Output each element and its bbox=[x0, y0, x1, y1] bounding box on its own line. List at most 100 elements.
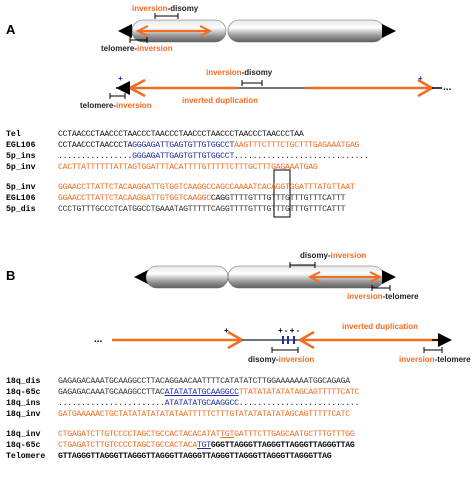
sequence-text: CACTTATTTTTTATTAGTGGATTTACATTTTGTTTTTCTT… bbox=[58, 162, 318, 173]
sequence-name: 18q_ins bbox=[6, 399, 41, 408]
label-telomere-inversion-a: telomere-inversion bbox=[101, 44, 173, 53]
sequence-segment: GGAACCTTATTCTACAAGGATTGTGGTCAAGGC bbox=[58, 183, 211, 192]
sequence-row: EGL106 GGAACCTTATTCTACAAGGATTGTGGTCAAGGCC… bbox=[6, 193, 368, 204]
panel-a-chromosome bbox=[118, 13, 396, 43]
sequence-segment: ATATATATGCAAGGCC bbox=[164, 388, 239, 397]
sequence-row: 18q-65c GAGAGACAAATGCAAGGCCTTACATATATATGC… bbox=[6, 387, 359, 398]
sequence-name: 18q_inv bbox=[6, 410, 41, 419]
label-inverted-duplication-a: inverted duplication bbox=[182, 96, 259, 105]
telomere-left-arrowhead bbox=[118, 24, 132, 38]
sequence-name: EGL106 bbox=[6, 141, 36, 150]
sequence-segment: GATTTCTTGAGCAATGCTTTGTTTGG bbox=[234, 430, 355, 439]
sequence-text: ................GGGAGATTGAGTGTTGTGGCCT..… bbox=[58, 151, 369, 162]
sequence-name: 18q-65c bbox=[6, 441, 41, 450]
sequence-segment: GATGAAAAACTGCTATATATATATATAATTTTTCTTTGTA… bbox=[58, 410, 350, 419]
label-disomy-inversion-b2: disomy-inversion bbox=[248, 355, 315, 364]
sequence-name: 18q-65c bbox=[6, 388, 41, 397]
sequence-row: 18q_inv CTGAGATCTTGTCCCCTAGCTGCCACTACACAT… bbox=[6, 429, 359, 440]
label-telomere-inversion-a2: telomere-inversion bbox=[80, 101, 152, 110]
sequence-segment: CAG bbox=[210, 183, 225, 192]
sequence-segment: .......................... bbox=[238, 399, 360, 408]
sequence-text: GGAACCTTATTCTACAAGGATTGTGGTCAAGGCCAGGTTT… bbox=[58, 193, 346, 204]
sequence-text: GGAACCTTATTCTACAAGGATTGTGGTCAAGGCCAGCCAA… bbox=[58, 182, 355, 193]
label-inversion-telomere-b: inversion-telomere bbox=[347, 292, 419, 301]
sequence-name: Telomere bbox=[6, 452, 46, 461]
sequence-segment: AAGTTTCTTTCTGCTTTGAGAAATGAG bbox=[234, 141, 360, 150]
plus-sign-b: + bbox=[224, 326, 229, 335]
sequence-segment: TGT bbox=[220, 430, 235, 439]
sequence-row: Telomere GTTAGGGTTAGGGTTAGGGTTAGGGTTAGGGT… bbox=[6, 451, 359, 462]
sequence-row: 18q_ins.......................ATATATATGC… bbox=[6, 398, 359, 409]
sequence-row: 5p_inv CACTTATTTTTTATTAGTGGATTTACATTTTGTT… bbox=[6, 162, 368, 173]
sequence-segment: GGGTTAGGGTTAGGGTTAGGGTTAGGGTTAG bbox=[210, 441, 355, 450]
sequence-segment: CTGAGATCTTGTCCCCTAGCTGCCACTACACATAT bbox=[58, 430, 221, 439]
sequence-row: EGL106 CCTAACCCTAACCCTAGGGAGATTGAGTGTTGTG… bbox=[6, 140, 368, 151]
sequence-segment: GGGAGATTGAGTGTTGTGGCCT bbox=[132, 141, 235, 150]
panel-a-label: A bbox=[6, 22, 16, 37]
sequence-segment: GAGAGACAAATGCAAGGCCTTAC bbox=[58, 388, 165, 397]
continuation-dots-b: ... bbox=[94, 334, 103, 345]
sign-markers-b: + - + - bbox=[278, 326, 300, 335]
label-inverted-duplication-b: inverted duplication bbox=[342, 322, 419, 331]
sequence-text: CCCTGTTTGCCCTCATGGCCTGAAATAGTTTTTCAGGTTT… bbox=[58, 204, 346, 215]
sequence-segment: GTTTTGTTTGTTTGTTTGTTTCATTT bbox=[224, 194, 346, 203]
sequence-segment: GTTTTGTTTGTTTGTTTGTTTCATTT bbox=[224, 205, 346, 214]
label-inversion-telomere-b2: inversion-telomere bbox=[399, 355, 471, 364]
sequence-segment: CACTTATTTTTTATTAGTGGATTTACATTTTGTTTTTCTT… bbox=[58, 163, 318, 172]
sequence-name: 5p_inv bbox=[6, 163, 36, 172]
sequence-text: CTGAGATCTTGTCCCCTAGCTGCCACTACATGTGGGTTAG… bbox=[58, 440, 355, 451]
plus-sign-a2: + bbox=[418, 74, 423, 83]
sequence-segment: CAG bbox=[210, 194, 225, 203]
sequence-segment: ATATATATGCAAGGCC bbox=[164, 399, 239, 408]
sequence-name: 18q_dis bbox=[6, 377, 41, 386]
sequence-text: GATGAAAAACTGCTATATATATATATAATTTTTCTTTGTA… bbox=[58, 409, 350, 420]
sequence-name: EGL106 bbox=[6, 194, 36, 203]
sequence-segment: TTATATATATATAGCAGTTTTTCATC bbox=[238, 388, 360, 397]
sequence-segment: TGT bbox=[197, 441, 211, 450]
sequence-name: 5p_inv bbox=[6, 183, 36, 192]
sequence-segment: ................ bbox=[58, 152, 133, 161]
sequence-row: 18q-65c CTGAGATCTTGTCCCCTAGCTGCCACTACATGT… bbox=[6, 440, 359, 451]
sequence-segment: GGGAGATTGAGTGTTGTGGCCT bbox=[132, 152, 235, 161]
sequence-segment: CCCTGTTTGCCCTCATGGCCTGAAATAGTTTTT bbox=[58, 205, 211, 214]
continuation-dots-a: ... bbox=[443, 82, 452, 93]
sequence-segment: GGAACCTTATTCTACAAGGATTGTGGTCAAGGC bbox=[58, 194, 211, 203]
sequence-name: 5p_dis bbox=[6, 205, 36, 214]
sequence-text: GAGAGACAAATGCAAGGCCTTACATATATATGCAAGGCCT… bbox=[58, 387, 359, 398]
sequence-row: 5p_dis CCCTGTTTGCCCTCATGGCCTGAAATAGTTTTTC… bbox=[6, 204, 368, 215]
sequence-segment: CTGAGATCTTGTCCCCTAGCTGCCACTACA bbox=[58, 441, 197, 450]
telomere-right-arrowhead bbox=[382, 24, 396, 38]
sequence-segment: ....................... bbox=[58, 399, 165, 408]
sequence-text: CCTAACCCTAACCCTAACCCTAACCCTAACCCTAACCCTA… bbox=[58, 129, 304, 140]
sequence-row: 18q_dis GAGAGACAAATGCAAGGCCTTACAGGAACAATT… bbox=[6, 376, 359, 387]
panel-a-junction-box bbox=[273, 169, 291, 218]
sequence-row: 5p_ins................GGGAGATTGAGTGTTGTG… bbox=[6, 151, 369, 162]
sequence-text: CTGAGATCTTGTCCCCTAGCTGCCACTACACATATTGTGA… bbox=[58, 429, 355, 440]
sequence-segment: CCAAAATCACAGGTGGATTTATGTTAAT bbox=[224, 183, 355, 192]
sequence-text: GTTAGGGTTAGGGTTAGGGTTAGGGTTAGGGTTAGGGTTA… bbox=[58, 451, 332, 462]
panel-b-label: B bbox=[6, 268, 16, 283]
label-inversion-disomy-a2: inversion-disomy bbox=[206, 68, 273, 77]
sequence-segment: GTTAGGGTTAGGGTTAGGGTTAGGGTTAGGGTTAGGGTTA… bbox=[58, 452, 332, 461]
plus-sign-a1: + bbox=[118, 74, 123, 83]
sequence-row: 18q_inv GATGAAAAACTGCTATATATATATATAATTTTT… bbox=[6, 409, 359, 420]
sequence-name: 18q_inv bbox=[6, 430, 41, 439]
label-disomy-inversion-b: disomy-inversion bbox=[300, 251, 367, 260]
sequence-segment: CCTAACCCTAACCCTAACCCTAACCCTAACCCTAACCCTA… bbox=[58, 130, 304, 139]
sequence-segment: GAGAGACAAATGCAAGGCCTTACAGGAACAATTTTCATAT… bbox=[58, 377, 350, 386]
sequence-text: .......................ATATATATGCAAGGCC.… bbox=[58, 398, 359, 409]
sequence-segment: CCTAACCCTAACCCTA bbox=[58, 141, 133, 150]
panel-b-sequence-block: 18q_dis GAGAGACAAATGCAAGGCCTTACAGGAACAATT… bbox=[6, 376, 359, 462]
sequence-text: CCTAACCCTAACCCTAGGGAGATTGAGTGTTGTGGCCTAA… bbox=[58, 140, 359, 151]
panel-b-chromosome bbox=[134, 262, 396, 291]
sequence-text: GAGAGACAAATGCAAGGCCTTACAGGAACAATTTTCATAT… bbox=[58, 376, 350, 387]
sequence-name: 5p_ins bbox=[6, 152, 36, 161]
sequence-segment: CAG bbox=[210, 205, 225, 214]
panel-a-inverted-duplication bbox=[109, 78, 442, 99]
label-inversion-disomy-a: inversion-disomy bbox=[132, 4, 199, 13]
panel-b-inverted-duplication bbox=[112, 330, 452, 353]
